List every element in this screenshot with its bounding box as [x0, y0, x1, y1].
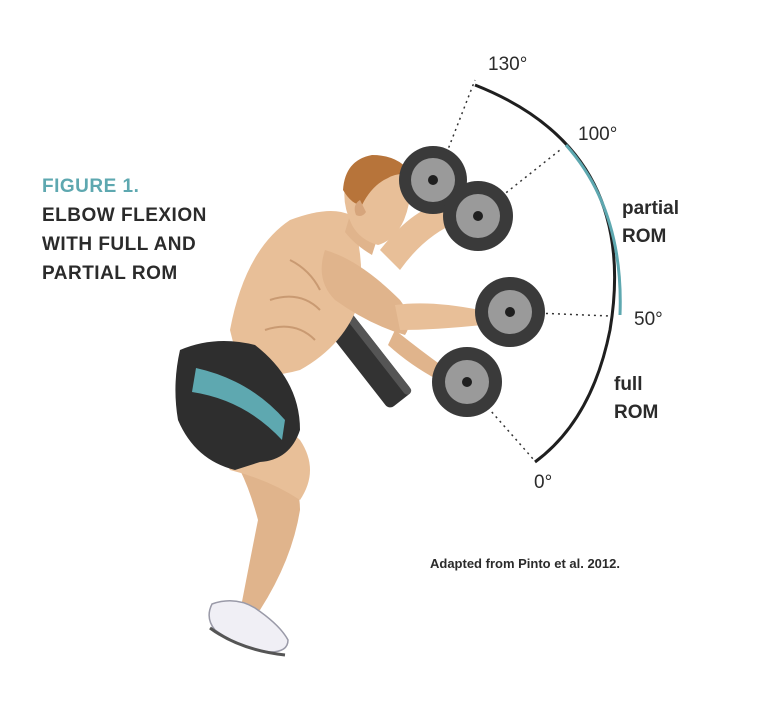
forearm-raised — [380, 204, 458, 270]
figure-title-line-2: WITH FULL AND — [42, 234, 197, 255]
shoe — [208, 600, 289, 653]
forearm-lower — [388, 330, 445, 380]
figure-title-block: FIGURE 1. ELBOW FLEXION WITH FULL AND PA… — [42, 172, 207, 288]
upper-arm — [321, 250, 409, 335]
angle-label-50: 50° — [634, 309, 663, 330]
torso-shade — [264, 259, 321, 341]
bench-pad-edge — [341, 307, 412, 395]
partial-rom-label-1: partial — [622, 198, 679, 219]
figure-title-line-3: PARTIAL ROM — [42, 263, 178, 284]
guide-0 — [467, 384, 535, 461]
partial-rom-arc — [564, 144, 622, 316]
dumbbell-100 — [443, 181, 513, 251]
athlete-figure — [175, 155, 482, 657]
figure-title-line-1: ELBOW FLEXION — [42, 205, 207, 226]
full-rom-arc — [474, 83, 617, 464]
forearm-near — [395, 303, 482, 330]
angle-guides — [439, 79, 611, 461]
partial-rom-label-2: ROM — [622, 226, 666, 247]
figure-number: FIGURE 1. — [42, 176, 140, 197]
angle-label-100: 100° — [578, 124, 617, 145]
hair — [343, 155, 412, 205]
dumbbell-50 — [475, 277, 545, 347]
angle-label-0: 0° — [534, 472, 552, 493]
shorts-stripe — [192, 368, 285, 440]
bench-pad — [325, 308, 411, 408]
ear — [354, 200, 366, 216]
preacher-bench — [325, 307, 412, 408]
shoe-sole — [209, 626, 286, 657]
source-credit: Adapted from Pinto et al. 2012. — [430, 556, 620, 571]
full-rom-label-2: ROM — [614, 402, 658, 423]
angle-label-130: 130° — [488, 54, 527, 75]
full-rom-label-1: full — [614, 374, 643, 395]
guide-130 — [439, 79, 476, 171]
dumbbell-0 — [432, 347, 502, 417]
